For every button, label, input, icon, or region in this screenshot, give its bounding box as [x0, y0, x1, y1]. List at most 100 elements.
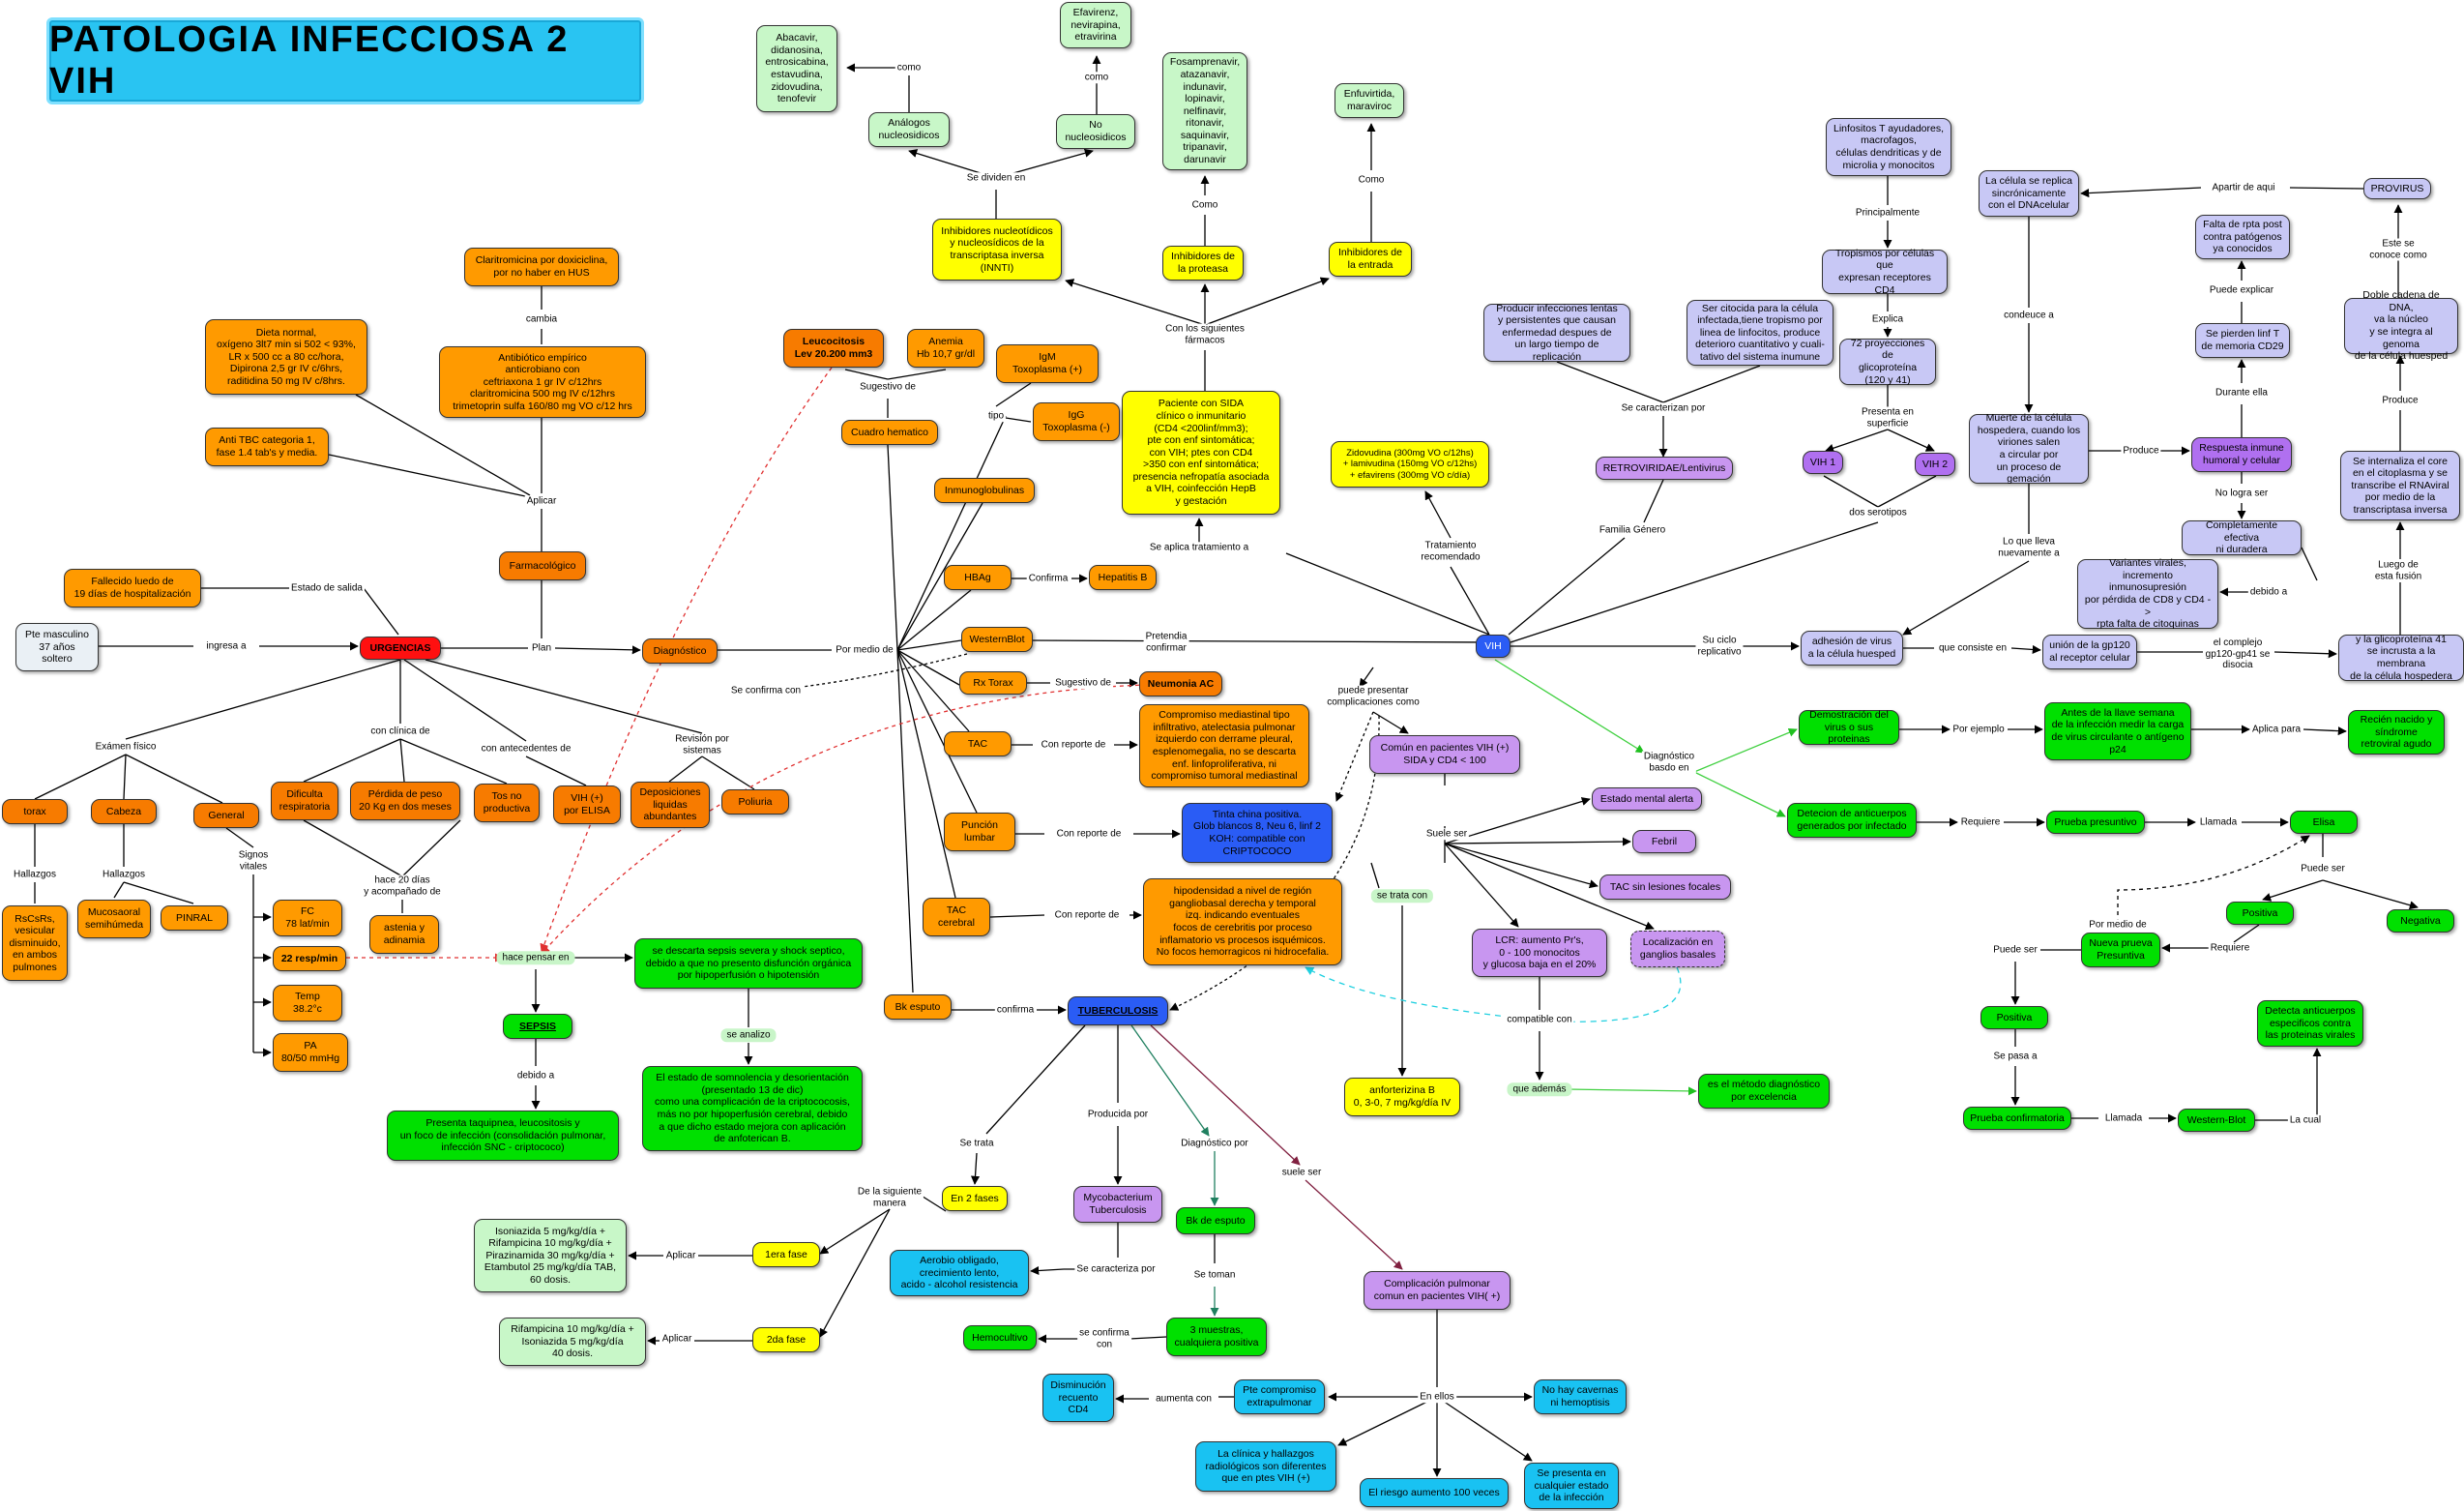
edge [525, 756, 587, 786]
edge [225, 827, 254, 848]
edge [2233, 924, 2260, 943]
edge [1887, 429, 1935, 452]
edge [328, 454, 531, 498]
label-complejo: el complejo gp120-gp41 se disocia [2203, 637, 2273, 671]
node-astenia: astenia y adinamia [369, 915, 439, 954]
edge [887, 369, 947, 380]
node-tuberculosis[interactable]: TUBERCULOSIS [1068, 996, 1168, 1025]
label-se-dividen: Se dividen en [964, 172, 1028, 184]
node-proyecciones: 72 proyecciones de glicoproteína (120 y … [1839, 338, 1936, 386]
label-ingresa: ingresa a [204, 640, 249, 652]
node-tres-muestras: 3 muestras, cualquiera positiva [1166, 1318, 1267, 1356]
node-hbag: HBAg [944, 565, 1012, 590]
node-en-2-fases: En 2 fases [942, 1186, 1008, 1211]
label-confirma1: Confirma [1026, 573, 1071, 584]
node-recien-nacido: Recién nacido y síndrome retroviral agud… [2348, 710, 2445, 755]
label-produce2: Produce [2380, 395, 2420, 406]
edge [989, 914, 1045, 918]
edge [1305, 1179, 1403, 1270]
edge [2303, 726, 2347, 736]
node-vih[interactable]: VIH [1476, 635, 1511, 658]
node-deposiciones: Deposiciones liquidas abundantes [631, 782, 710, 828]
label-consiste: que consiste en [1936, 642, 2009, 654]
node-anti-tbc: Anti TBC categoria 1, fase 1.4 tab's y m… [205, 428, 329, 466]
node-tropismo: Tropismos por células que expresan recep… [1822, 248, 1948, 296]
node-clinica-hallazgos: La clínica y hallazgos radiológicos son … [1195, 1441, 1336, 1492]
node-enfuvirtida: Enfuvirtida, maraviroc [1335, 83, 1404, 118]
node-proteasa: Inhibidores de la proteasa [1162, 246, 1244, 281]
label-llamada1: Llamada [2197, 816, 2240, 828]
node-analogos: Análogos nucleosidicos [868, 112, 950, 147]
node-falta-rpta: Falta de rpta post contra patógenos ya c… [2195, 215, 2290, 259]
node-adhesion: adhesión de virus a la célula huesped [1801, 631, 1903, 666]
label-familia-genero: Familia Género [1597, 524, 1668, 536]
node-dificulta: Dificulta respiratoria [271, 782, 338, 820]
node-fosamprenavir: Fosamprenavir, atazanavir, indunavir, lo… [1162, 52, 1247, 170]
edge [896, 649, 914, 993]
label-reporte1: Con reporte de [1039, 739, 1108, 751]
node-sepsis: SEPSIS [503, 1014, 572, 1039]
node-glicoproteina41: y la glicoproteína 41 se incrusta a la m… [2338, 634, 2464, 682]
label-se-toman: Se toman [1191, 1269, 1238, 1281]
node-efavirenz: Efavirenz, nevirapina, etravirina [1060, 2, 1131, 48]
edge [1693, 727, 1798, 773]
node-inmunoglobulinas: Inmunoglobulinas [934, 478, 1035, 503]
edge [1204, 277, 1330, 326]
label-aplicar1: Aplicar [524, 495, 559, 507]
edge [1359, 667, 1374, 688]
node-localizacion: Localización en ganglios basales [1630, 931, 1725, 967]
label-diagnostico-basado: Diagnóstico basdo en [1641, 751, 1697, 774]
node-negativa: Negativa [2387, 909, 2454, 933]
label-se-caracteriza: Se caracteriza por [1074, 1263, 1158, 1275]
edge [1444, 843, 1599, 889]
node-vih2: VIH 2 [1915, 453, 1955, 476]
node-general: General [193, 803, 259, 828]
edge [2080, 187, 2202, 198]
edge [1494, 659, 1645, 754]
edge [399, 738, 405, 783]
label-producida: Producida por [1085, 1109, 1151, 1120]
node-antibiotico: Antibiótico empírico anticrobiano con ce… [439, 346, 646, 418]
node-perdida: Pérdida de peso 20 Kg en dos meses [350, 782, 460, 820]
node-tac-sin: TAC sin lesiones focales [1599, 874, 1731, 900]
page-title: PATOLOGIA INFECCIOSA 2 VIH [49, 19, 570, 102]
node-fc: FC 78 lat/min [273, 900, 342, 936]
node-respuesta: Respuesta inmune humoral y celular [2191, 437, 2292, 472]
node-elisa: Elisa [2290, 811, 2358, 834]
node-diagnostico: Diagnóstico [642, 638, 718, 664]
label-puede-explicar: Puede explicar [2207, 284, 2276, 296]
edge [1335, 711, 1374, 802]
node-leucocitosis: Leucocitosis Lev 20.200 mm3 [783, 329, 884, 368]
edge [844, 369, 889, 380]
node-vih1: VIH 1 [1803, 451, 1843, 474]
edge [1150, 1024, 1301, 1166]
edge [896, 649, 956, 899]
edge [1877, 475, 1937, 508]
node-urgencias[interactable]: URGENCIAS [360, 637, 441, 660]
node-presenta-cualquier: Se presenta en cualquier estado de la in… [1524, 1463, 1619, 1509]
edge [995, 382, 1032, 407]
node-hemocultivo: Hemocultivo [963, 1325, 1037, 1350]
node-doble-cadena: Doble cadena de DNA, va la núcleo y se i… [2344, 289, 2458, 362]
edge [2289, 187, 2364, 190]
edge [125, 754, 223, 804]
label-reporte2: Con reporte de [1054, 828, 1124, 840]
edge [1130, 1024, 1210, 1137]
node-prueba-presuntivo: Prueba presuntivo [2046, 811, 2145, 834]
node-rx-torax: Rx Torax [959, 671, 1027, 695]
edge [425, 659, 703, 734]
edge [1285, 552, 1490, 636]
label-sugestivo1: Sugestivo de [858, 381, 918, 393]
edge [1556, 361, 1664, 403]
node-torax: torax [2, 799, 68, 824]
edge [1662, 365, 1761, 403]
node-replica: La célula se replica sincrónicamente con… [1979, 170, 2079, 217]
label-aplicar3: Aplicar [660, 1333, 694, 1345]
label-suele-ser2: suele ser [1279, 1167, 1324, 1178]
edge [123, 881, 194, 904]
node-primera-fase: 1era fase [752, 1242, 820, 1267]
node-no-cavernas: No hay cavernas ni hemoptisis [1534, 1379, 1627, 1414]
label-requiere1: Requiere [1958, 816, 2003, 828]
label-cambia: cambia [523, 313, 560, 325]
edge-curve [540, 367, 833, 953]
